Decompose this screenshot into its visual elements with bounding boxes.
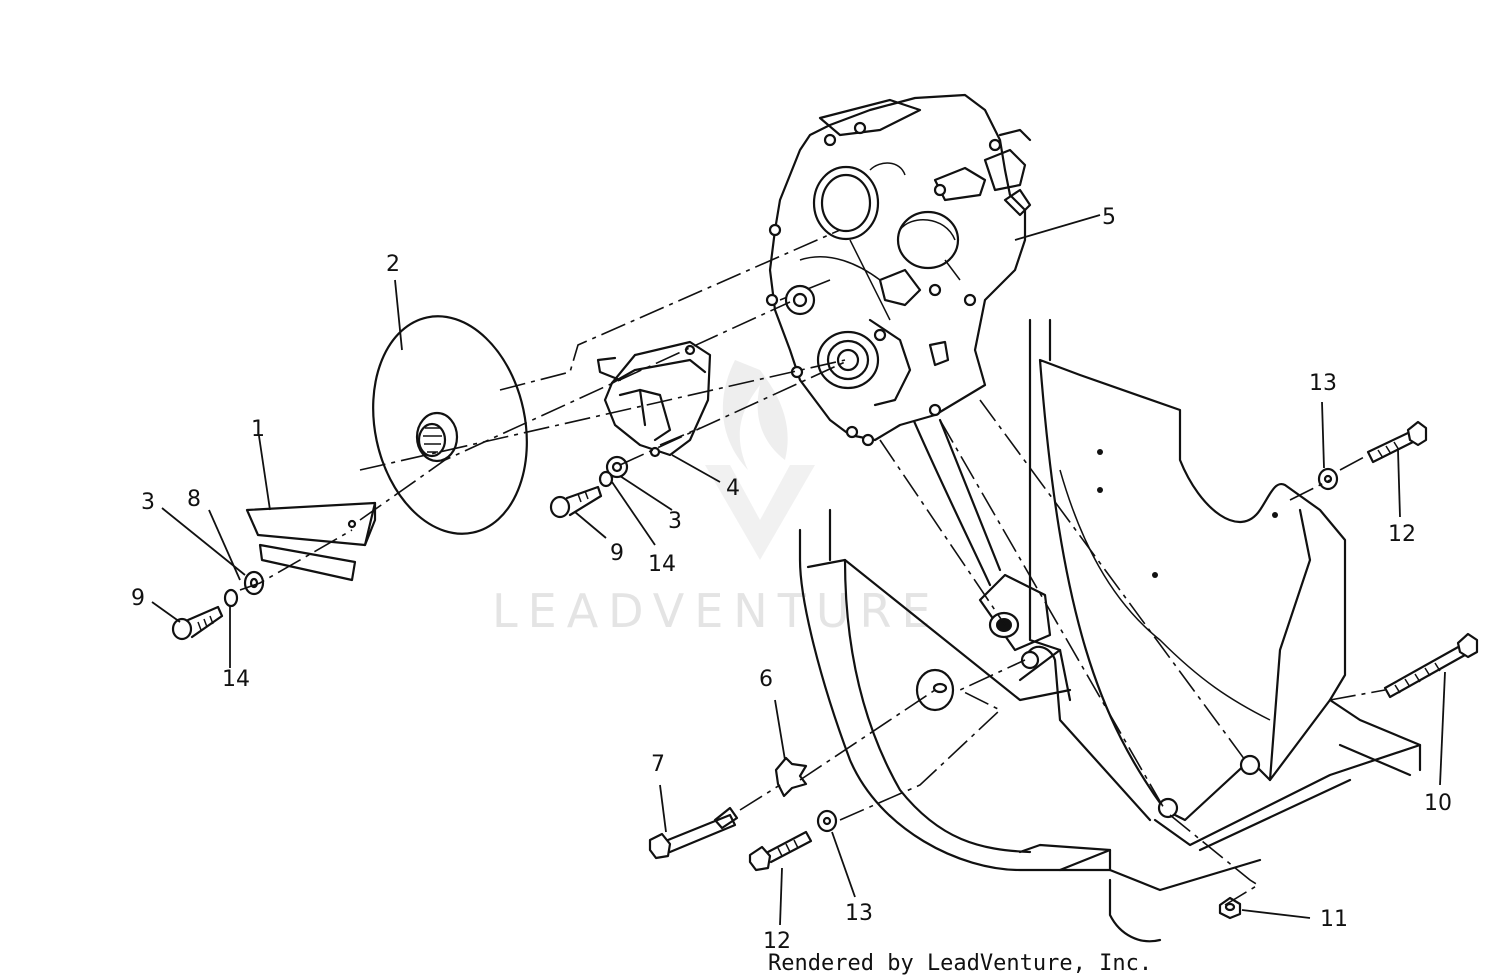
- callout-9: 9: [131, 586, 145, 611]
- hardware-center: [549, 455, 629, 519]
- callout-1: 1: [251, 417, 265, 442]
- callout-14: 14: [648, 552, 676, 577]
- hardware-right-top: [1317, 420, 1428, 491]
- callout-8: 8: [187, 487, 201, 512]
- render-credit: Rendered by LeadVenture, Inc.: [768, 951, 1152, 976]
- callout-9: 9: [610, 541, 624, 566]
- callout-3: 3: [141, 490, 155, 515]
- callout-4: 4: [726, 476, 740, 501]
- shield-plate: [245, 501, 377, 547]
- bracket: [596, 340, 712, 458]
- callout-5: 5: [1102, 205, 1116, 230]
- callout-6: 6: [759, 667, 773, 692]
- callout-12: 12: [1388, 522, 1416, 547]
- callout-11: 11: [1320, 907, 1348, 932]
- callout-3: 3: [668, 509, 682, 534]
- drive-disc: [372, 315, 528, 535]
- callout-10: 10: [1424, 791, 1452, 816]
- long-bolt: [1383, 632, 1479, 699]
- frame-chassis: [798, 308, 1422, 943]
- callout-14: 14: [222, 667, 250, 692]
- callout-12: 12: [763, 929, 791, 954]
- callout-7: 7: [651, 752, 665, 777]
- leader-lines: [151, 214, 1446, 926]
- watermark: LEADVENTURE: [492, 360, 941, 638]
- watermark-text: LEADVENTURE: [492, 584, 941, 638]
- hardware-lower: [648, 668, 1242, 920]
- callout-13: 13: [845, 901, 873, 926]
- watermark-logo-icon: [705, 360, 815, 560]
- explosion-lines: [239, 229, 1386, 906]
- callout-13: 13: [1309, 371, 1337, 396]
- hardware-left: [171, 570, 265, 641]
- spacer-plate: [258, 543, 357, 582]
- transmission-housing: [765, 93, 1032, 447]
- callouts: 1 2 3 3 4 5 6 7 8 9 9 10 11 12 12 13 13 …: [131, 205, 1452, 954]
- callout-2: 2: [386, 252, 400, 277]
